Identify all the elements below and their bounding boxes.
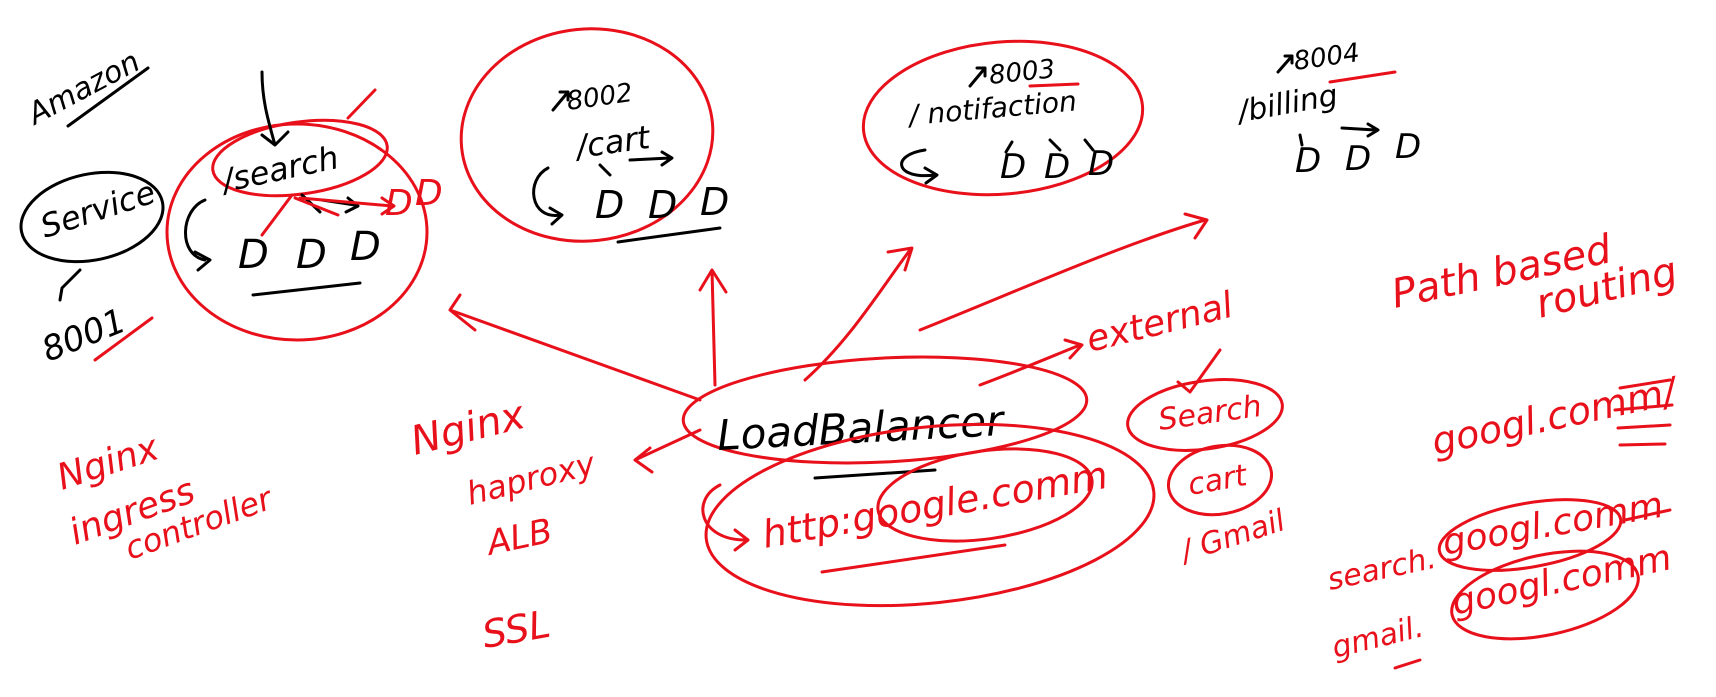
domain-gmail-ellipse	[1450, 549, 1640, 641]
billing-port-underline	[1328, 70, 1397, 84]
load-balancer-label: LoadBalancer	[716, 396, 1007, 460]
search-ellipse-tail	[346, 88, 377, 120]
domain-search-ellipse	[1437, 498, 1623, 572]
billing-path-label: /billing	[1232, 78, 1340, 130]
cart-pod-3: D	[700, 180, 729, 224]
route-cart-ellipse	[1166, 443, 1274, 517]
url-underline	[820, 543, 1007, 574]
billing-arrows	[1298, 122, 1380, 147]
search-arrows-red	[260, 193, 396, 237]
search-pods-underline	[251, 281, 362, 297]
cart-port-label: 8002	[565, 78, 635, 117]
load-balancer-underline	[813, 468, 937, 480]
notification-port-arrow	[968, 66, 987, 88]
notification-loop-arrow	[900, 148, 939, 185]
search-pod-3: D	[350, 224, 381, 270]
service-port-label: 8001	[36, 301, 131, 371]
cart-service-ellipse	[459, 27, 715, 243]
search-pod-2: D	[296, 232, 327, 278]
domain-search-prefix: search.	[1324, 541, 1439, 598]
url-loop-arrow	[701, 483, 750, 552]
proxy-ssl-label: SSL	[479, 602, 554, 657]
url-inner-ellipse	[876, 447, 1094, 543]
service-ellipse	[19, 170, 165, 264]
search-incoming-arrow	[260, 70, 290, 147]
external-label: external	[1082, 285, 1237, 361]
domain-search-tail	[1623, 508, 1672, 522]
domain-root-lines	[1613, 378, 1674, 447]
proxy-alb-label: ALB	[482, 511, 556, 564]
lb-to-cart-arrow	[698, 268, 728, 387]
lb-to-notification-arrow	[803, 246, 914, 382]
cart-port-arrow	[551, 90, 570, 112]
lb-to-search-arrow	[448, 293, 702, 402]
lb-to-external-arrow	[978, 338, 1084, 387]
notification-port-underline	[1028, 82, 1080, 88]
amazon-underline	[66, 66, 150, 128]
route-search-label: Search	[1156, 389, 1264, 438]
lb-to-billing-arrow	[918, 212, 1209, 332]
search-pod-1: D	[238, 232, 269, 278]
cart-pod-1: D	[595, 183, 624, 227]
search-service-ellipse	[165, 122, 429, 342]
search-pod-5: D	[415, 173, 443, 214]
load-balancer-ellipse	[681, 355, 1089, 465]
route-cart-label: cart	[1185, 458, 1250, 503]
billing-port-arrow	[1276, 54, 1294, 74]
billing-port-label: 8004	[1292, 38, 1362, 77]
search-loop-arrow	[184, 198, 212, 272]
service-port-underline	[93, 316, 154, 362]
cart-pods-underline	[616, 226, 722, 244]
domain-gmail-prefix: gmail.	[1328, 609, 1427, 665]
url-outer-ellipse	[704, 422, 1156, 608]
proxy-haproxy-label: haproxy	[463, 444, 600, 513]
notification-service-ellipse	[861, 39, 1145, 197]
domain-gmail-underline	[1393, 658, 1422, 670]
search-path-ellipse	[211, 118, 389, 198]
notification-path-label: / notifaction	[905, 84, 1078, 132]
notification-pod-2: D	[1044, 147, 1070, 187]
service-to-port-line	[58, 268, 82, 302]
proxy-nginx-label: Nginx	[406, 392, 529, 465]
notification-arrows	[1004, 138, 1095, 154]
lb-left-arrow	[633, 428, 702, 474]
cart-loop-arrow	[532, 166, 564, 226]
cart-pod-2: D	[648, 183, 677, 227]
notification-pod-1: D	[1000, 147, 1026, 187]
billing-pod-2: D	[1345, 139, 1371, 179]
cart-arrows	[598, 150, 674, 177]
amazon-label: Amazon	[21, 44, 146, 133]
billing-pod-1: D	[1295, 141, 1321, 181]
billing-pod-3: D	[1395, 127, 1421, 167]
